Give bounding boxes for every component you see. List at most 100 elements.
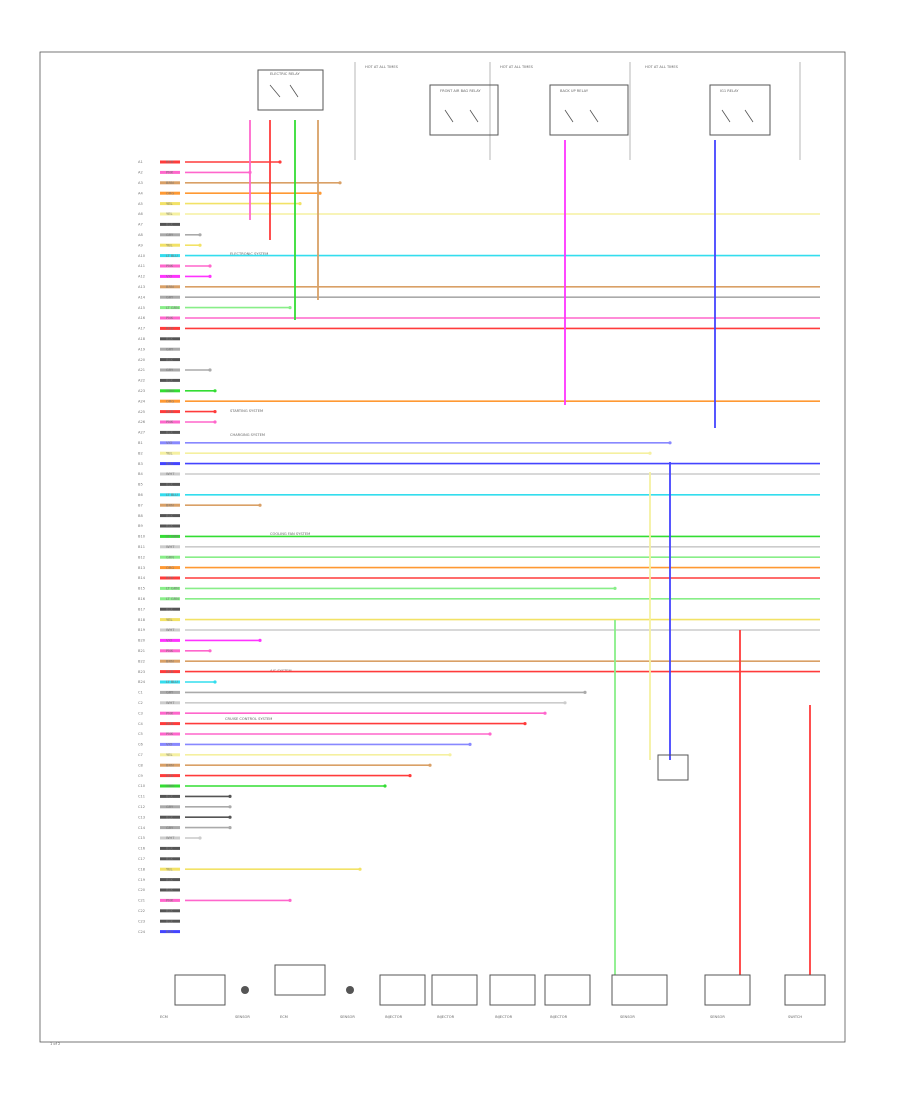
wire-stub [160,805,180,809]
wire-color-label: GRY [166,368,174,372]
wire-junction [288,306,292,310]
pin-label: A19 [138,347,146,351]
wire-stub [160,898,180,902]
wire-stub [160,753,180,757]
injector-1-label: INJECTOR [385,1015,403,1019]
wire-stub [160,597,180,601]
wire-color-label: BLU [166,930,173,934]
pin-label: A24 [138,399,146,403]
wire-stub [160,493,180,497]
component-sensor-4: SENSOR [704,974,751,1019]
wire-junction [613,586,617,591]
wire-color-label: ORG [166,399,174,403]
pin-label: B3 [138,462,143,466]
wire-color-label: YEL [166,867,172,871]
injector-icon [379,974,426,1006]
pin-label: B24 [138,680,146,684]
wire-stub [160,222,180,226]
wire-color-label: VIO [166,639,173,643]
wire-stub [160,618,180,622]
wire-stub [160,451,180,455]
pin-label: C16 [138,847,146,851]
wire-stub [160,264,180,268]
wire-color-label: BRN [166,503,174,507]
wire-stub [160,399,180,403]
sensor-2-label: SENSOR [340,1015,355,1019]
injector-icon [431,974,478,1006]
wire-color-label: VIO [166,743,173,747]
wire-stub [160,524,180,528]
pin-label: A17 [138,327,145,331]
wire-stub [160,430,180,434]
wire-color-label: RED [166,160,174,164]
wire-junction [228,815,232,819]
pin-label: B7 [138,503,143,507]
wire-junction [208,368,212,372]
wire-color-label: PNK [166,732,174,736]
diagram-frame [39,51,846,1043]
note-cooling: COOLING FAN SYSTEM [270,532,310,536]
ecm-1-label: ECM [160,1015,168,1019]
wire-stub [160,389,180,393]
component-injector-1: INJECTOR [379,974,426,1019]
pin-label: B23 [138,670,145,674]
wire-junction [198,836,202,840]
pin-label: C3 [138,711,143,715]
wire-color-label: BLK [166,337,173,341]
wire-color-label: BLU [166,462,173,466]
wire-stub [160,378,180,382]
pin-label: C21 [138,899,145,903]
pin-label: A26 [138,420,146,424]
wire-stub [160,628,180,632]
wire-stub [160,233,180,237]
wire-color-label: LT GRN [166,587,179,591]
pin-label: C5 [138,732,143,736]
wire-stub [160,659,180,663]
pin-label: A21 [138,368,145,372]
wire-stub [160,867,180,871]
pin-label: A20 [138,358,146,362]
wire-color-label: BLK [166,909,173,913]
pin-label: A4 [138,191,143,195]
sensor-4-label: SENSOR [710,1015,725,1019]
wire-stub [160,930,180,934]
note-electronic: ELECTRONIC SYSTEM [230,252,268,256]
wire-color-label: PNK [166,649,174,653]
relay-icon [257,69,324,111]
pin-label: B13 [138,566,145,570]
pin-label: C6 [138,743,144,747]
wire-color-label: ORG [166,191,174,195]
wire-stub [160,638,180,642]
wire-color-label: BLK [166,795,173,799]
wire-color-label: WHT [166,836,175,840]
injector-4-label: INJECTOR [550,1015,568,1019]
wire-color-label: BLK [166,857,173,861]
wire-junction [213,420,217,424]
wire-stub [160,670,180,674]
wire-color-label: PNK [166,899,174,903]
ecm-icon [274,964,326,996]
relay-icon [709,84,771,136]
wire-stub [160,347,180,351]
pin-label: C10 [138,784,146,788]
wire-stub [160,368,180,372]
wire-stub [160,784,180,788]
wire-junction [428,763,432,767]
pin-label: B18 [138,618,146,622]
wire-junction [198,243,202,247]
wire-junction [278,160,282,164]
wire-color-label: YEL [166,618,172,622]
wire-stub [160,170,180,174]
wire-junction [228,826,232,830]
component-injector-2: INJECTOR [431,974,478,1019]
wire-color-label: GRY [166,691,174,695]
wire-stub [160,701,180,705]
wire-stub [160,160,180,164]
wire-stub [160,482,180,486]
vertical-wires [249,120,811,975]
wire-stub [160,607,180,611]
wire-junction [668,441,672,445]
pin-label: C22 [138,909,145,913]
component-sensor-1: SENSOR [235,986,250,1019]
wire-stub [160,878,180,882]
